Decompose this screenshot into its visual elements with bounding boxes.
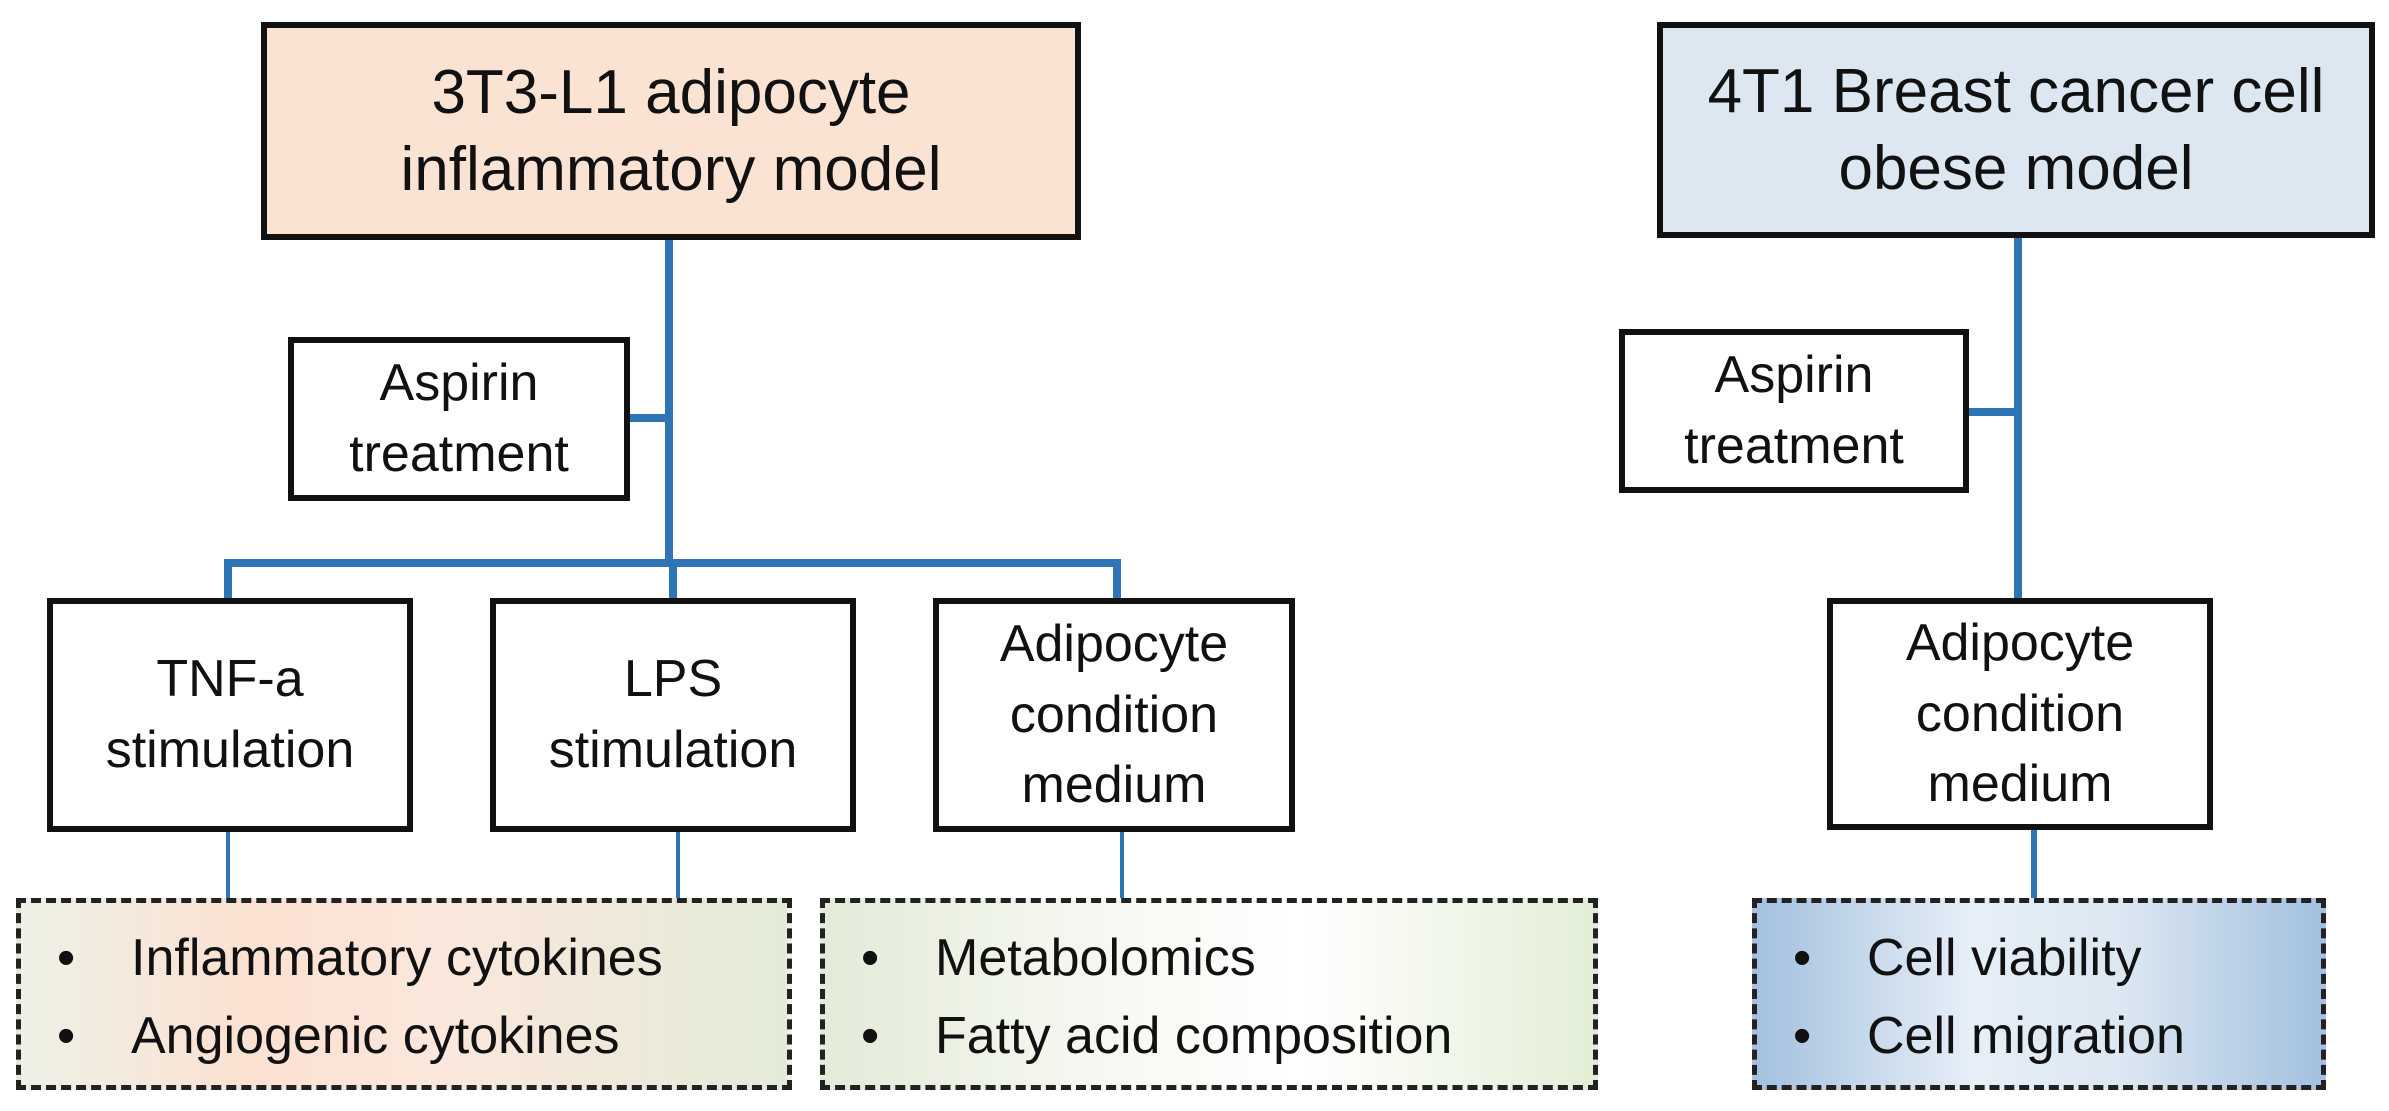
bullet: • <box>1793 1007 1812 1065</box>
result-text: Angiogenic cytokines <box>131 1007 620 1065</box>
bullet: • <box>861 1007 880 1065</box>
result-text: Cell viability <box>1867 929 2142 987</box>
left-adipocyte-medium-box: Adipocyte condition medium <box>933 598 1295 832</box>
bullet: • <box>861 929 880 987</box>
result-text: Cell migration <box>1867 1007 2185 1065</box>
list-item: • Angiogenic cytokines <box>21 997 787 1075</box>
left-aspirin-treatment: Aspirin treatment <box>288 337 630 501</box>
result-text: Inflammatory cytokines <box>131 929 663 987</box>
cytokine-results-box: • Inflammatory cytokines • Angiogenic cyto… <box>16 898 792 1090</box>
list-item: • Cell migration <box>1757 997 2321 1075</box>
right-aspirin-treatment: Aspirin treatment <box>1619 329 1969 493</box>
list-item: • Metabolomics <box>825 919 1593 997</box>
tnf-stimulation-box: TNF-a stimulation <box>47 598 413 832</box>
right-model-title: 4T1 Breast cancer cell obese model <box>1657 22 2375 238</box>
bullet: • <box>57 1007 76 1065</box>
bullet: • <box>57 929 76 987</box>
list-item: • Cell viability <box>1757 919 2321 997</box>
cell-results-box: • Cell viability • Cell migration <box>1752 898 2326 1090</box>
result-text: Fatty acid composition <box>935 1007 1453 1065</box>
right-adipocyte-medium-box: Adipocyte condition medium <box>1827 598 2213 830</box>
bullet: • <box>1793 929 1812 987</box>
list-item: • Inflammatory cytokines <box>21 919 787 997</box>
left-model-title: 3T3-L1 adipocyte inflammatory model <box>261 22 1081 240</box>
list-item: • Fatty acid composition <box>825 997 1593 1075</box>
lps-stimulation-box: LPS stimulation <box>490 598 856 832</box>
metabolomics-results-box: • Metabolomics • Fatty acid composition <box>820 898 1598 1090</box>
result-text: Metabolomics <box>935 929 1256 987</box>
